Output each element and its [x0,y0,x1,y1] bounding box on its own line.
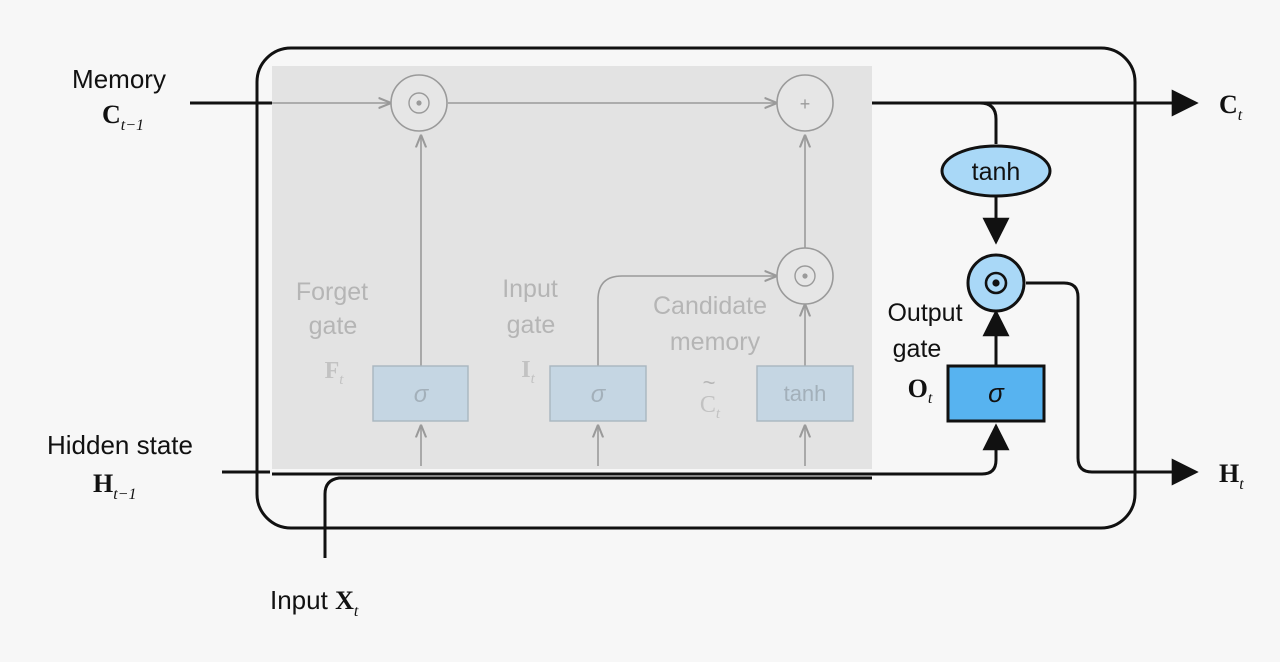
add-symbol: + [800,94,811,114]
candidate-label-2: memory [670,328,761,356]
faded-wiring [257,103,805,466]
forget-gate-box [372,365,469,422]
input-gate-fn: σ [591,381,607,408]
input-gate-symbol: It [521,357,535,387]
forget-gate-label-1: Forget [296,278,368,306]
tanh-op-label: tanh [972,158,1021,186]
forget-gate-label-2: gate [309,312,358,340]
output-gate-symbol: Ot [908,374,933,407]
candidate-label-1: Candidate [653,292,767,320]
memory-out-symbol: Ct [1219,90,1243,124]
candidate-box [756,365,854,422]
cell-boundary [255,46,1137,530]
output-gate-label-1: Output [887,299,962,327]
hidden-in-label: Hidden state [47,430,193,460]
tanh-op [940,144,1052,198]
candidate-symbol: Ct [700,392,721,422]
active-wiring [190,89,1199,558]
output-gate-box [946,364,1046,423]
forget-gate-symbol: Ft [325,358,345,388]
input-gate-label-2: gate [507,311,556,339]
output-gate-fn: σ [988,378,1005,408]
candidate-tilde: ~ [703,370,716,395]
hidden-in-symbol: Ht−1 [93,469,136,503]
output-gate-label-2: gate [893,335,942,363]
memory-in-symbol: Ct−1 [102,100,144,134]
candidate-fn: tanh [784,381,827,406]
hidden-out-symbol: Ht [1219,459,1244,493]
input-gate-box [549,365,647,422]
memory-add-op [776,74,834,132]
memory-in-label: Memory [72,64,166,94]
forget-gate-fn: σ [414,381,430,408]
input-x-label: Input Xt [270,585,359,620]
input-gate-label-1: Input [502,275,558,303]
